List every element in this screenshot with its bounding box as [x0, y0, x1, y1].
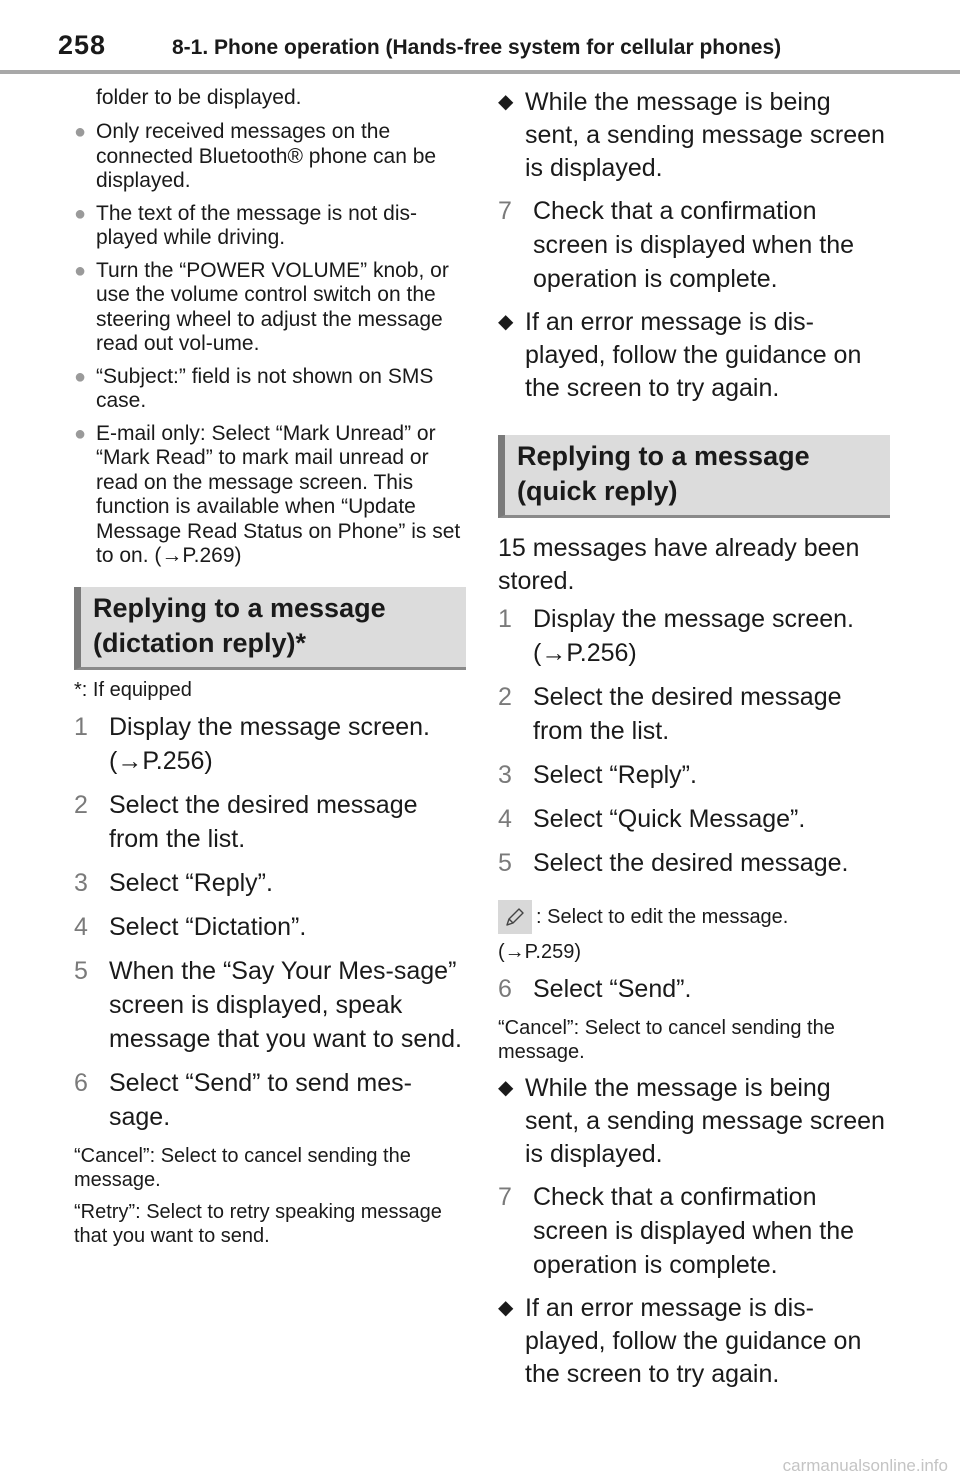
step-number: 2 [498, 683, 512, 711]
step-text: Select “Send” to send mes-sage. [109, 1068, 412, 1131]
step-item: 2 Select the desired message from the li… [498, 680, 890, 748]
step-item: 4 Select “Dictation”. [74, 910, 466, 944]
heading-line: (dictation reply)* [93, 627, 307, 658]
note-text: The text of the message is not dis-playe… [96, 201, 417, 250]
note-text: E-mail only: Select “Mark Unread” or “Ma… [96, 421, 461, 568]
dictation-reply-heading: Replying to a message (dictation reply)* [74, 586, 466, 670]
step-text: Select the desired message from the list… [109, 790, 418, 853]
edit-reference: (→P.259) [498, 941, 582, 963]
step-item: 3 Select “Reply”. [74, 866, 466, 900]
cancel-note: “Cancel”: Select to cancel sending the m… [498, 1017, 835, 1063]
right-column: ◆ While the message is being sent, a sen… [498, 86, 890, 1400]
stored-messages-text: 15 messages have already been stored. [498, 534, 860, 595]
diamond-text: If an error message is dis-played, follo… [525, 308, 862, 402]
step-number: 3 [74, 868, 88, 897]
heading-line: (quick reply) [517, 476, 678, 506]
step-item: 2 Select the desired message from the li… [74, 788, 466, 856]
note-item: ● Turn the “POWER VOLUME” knob, or use t… [74, 259, 466, 357]
step-text: Check that a confirmation screen is disp… [533, 197, 855, 293]
diamond-item: ◆ If an error message is dis-played, fol… [498, 306, 890, 405]
step-text: Select the desired message from the list… [533, 683, 842, 745]
step-item: 3 Select “Reply”. [498, 758, 890, 792]
step-text: Display the message screen. (→P.256) [109, 712, 430, 775]
step-item: 1 Display the message screen. (→P.256) [498, 602, 890, 670]
note-item: ● E-mail only: Select “Mark Unread” or “… [74, 422, 466, 569]
step-item: 6 Select “Send” to send mes-sage. [74, 1066, 466, 1134]
step-number: 6 [74, 1068, 88, 1097]
step-text: Select “Reply”. [109, 868, 273, 897]
step-text: Select “Dictation”. [109, 912, 307, 941]
step-number: 1 [498, 605, 512, 633]
step-item: 7 Check that a confirmation screen is di… [498, 1180, 890, 1282]
step-number: 2 [74, 790, 88, 819]
step-number: 7 [498, 1183, 512, 1211]
footnote: *: If equipped [74, 678, 192, 701]
section-title: 8-1. Phone operation (Hands-free system … [172, 36, 782, 59]
step-item: 5 When the “Say Your Mes-sage” screen is… [74, 954, 466, 1056]
step-number: 1 [74, 712, 88, 741]
note-bullet-icon: ● [74, 422, 87, 445]
quick-reply-heading: Replying to a message (quick reply) [498, 435, 890, 518]
note-bullet-icon: ● [74, 259, 87, 282]
step-text: Select “Reply”. [533, 761, 697, 789]
header-divider [0, 70, 960, 74]
edit-note-text: : Select to edit the message. [536, 905, 789, 928]
note-text: “Subject:” field is not shown on SMS cas… [96, 364, 434, 413]
diamond-bullet-icon: ◆ [498, 311, 514, 333]
diamond-bullet-icon: ◆ [498, 91, 514, 113]
step-text: Select “Quick Message”. [533, 805, 806, 833]
diamond-item: ◆ While the message is being sent, a sen… [498, 86, 890, 185]
left-column: folder to be displayed. ● Only received … [74, 86, 466, 1256]
note-bullet-icon: ● [74, 365, 87, 388]
diamond-bullet-icon: ◆ [498, 1077, 514, 1099]
step-text: Select “Send”. [533, 975, 692, 1003]
step-number: 5 [498, 849, 512, 877]
step-item: 5 Select the desired message. [498, 846, 890, 880]
edit-note-row: : Select to edit the message. [498, 900, 890, 934]
step-text: Check that a confirmation screen is disp… [533, 1183, 855, 1279]
note-bullet-icon: ● [74, 202, 87, 225]
retry-note: “Retry”: Select to retry speaking messag… [74, 1200, 442, 1247]
step-item: 1 Display the message screen. (→P.256) [74, 710, 466, 778]
step-text: When the “Say Your Mes-sage” screen is d… [109, 956, 462, 1053]
watermark: carmanualsonline.info [782, 1456, 948, 1475]
note-text: Turn the “POWER VOLUME” knob, or use the… [96, 258, 449, 356]
intro-text: folder to be displayed. [96, 86, 302, 109]
note-bullet-icon: ● [74, 121, 87, 143]
step-text: Select the desired message. [533, 849, 849, 877]
cancel-note: “Cancel”: Select to cancel sending the m… [74, 1144, 411, 1191]
step-number: 6 [498, 975, 512, 1003]
page-number: 258 [58, 30, 107, 60]
diamond-text: While the message is being sent, a sendi… [525, 1074, 885, 1168]
pencil-icon [498, 900, 532, 934]
diamond-item: ◆ If an error message is dis-played, fol… [498, 1292, 890, 1391]
note-item: ● “Subject:” field is not shown on SMS c… [74, 365, 466, 414]
note-item: ● Only received messages on the connecte… [74, 120, 466, 194]
diamond-bullet-icon: ◆ [498, 1297, 514, 1319]
page-header: 258 8-1. Phone operation (Hands-free sys… [0, 0, 960, 80]
step-item: 6 Select “Send”. [498, 972, 890, 1006]
heading-line: Replying to a message [517, 441, 810, 471]
step-item: 4 Select “Quick Message”. [498, 802, 890, 836]
note-text: Only received messages on the connected … [96, 120, 437, 192]
diamond-item: ◆ While the message is being sent, a sen… [498, 1072, 890, 1171]
diamond-text: While the message is being sent, a sendi… [525, 88, 885, 182]
step-number: 3 [498, 761, 512, 789]
step-item: 7 Check that a confirmation screen is di… [498, 194, 890, 296]
step-number: 4 [74, 912, 88, 941]
diamond-text: If an error message is dis-played, follo… [525, 1294, 862, 1388]
step-number: 5 [74, 956, 88, 985]
step-text: Display the message screen. (→P.256) [533, 605, 854, 667]
heading-line: Replying to a message [93, 592, 386, 623]
note-item: ● The text of the message is not dis-pla… [74, 202, 466, 251]
step-number: 4 [498, 805, 512, 833]
step-number: 7 [498, 197, 512, 225]
